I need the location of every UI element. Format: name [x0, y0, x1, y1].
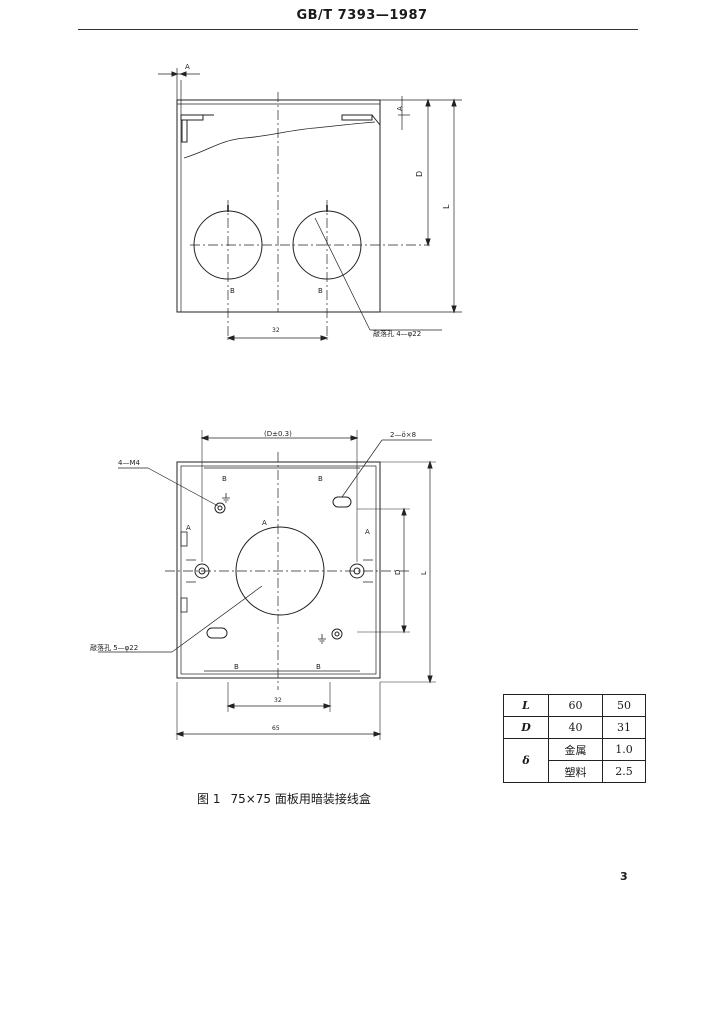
knockout-note-top: 敲落孔 4—φ22 — [373, 329, 421, 338]
slot-bottom-left — [206, 627, 228, 639]
central-knockout — [235, 526, 325, 616]
slot-note: 2—ö×8 — [390, 431, 416, 439]
slot-top-right — [332, 496, 352, 508]
bottom-b-left-label: B — [234, 663, 239, 671]
knockout-leader — [314, 217, 371, 331]
value-cell: 40 — [548, 716, 603, 739]
dim-32-label: 32 — [272, 327, 280, 334]
top-b-right-label: B — [318, 475, 323, 483]
dim-top-label: (D±0.3) — [264, 430, 292, 438]
spec-row-d: D 40 31 — [503, 716, 646, 739]
side-a-right-label: A — [365, 528, 370, 536]
slot-leader — [341, 439, 383, 498]
param-cell: D — [503, 716, 549, 739]
boss-right — [349, 563, 365, 579]
param-cell: δ — [503, 738, 549, 783]
thread-note: 4—M4 — [118, 459, 140, 467]
box-plan-outline — [176, 461, 381, 679]
material-cell: 金属 — [548, 738, 603, 761]
hole-label-right: B — [318, 287, 323, 295]
dim-a-top-label: A — [185, 63, 190, 71]
spec-table: L 60 50 D 40 31 δ 金属 1.0 塑料 2.5 — [503, 694, 646, 783]
param-cell: L — [503, 694, 549, 717]
dim-d-right-label: D — [394, 570, 402, 575]
lug-right — [341, 114, 373, 121]
spec-row-delta-metal: δ 金属 1.0 — [503, 738, 646, 783]
material-cell: 塑料 — [548, 760, 603, 783]
thread-hole-top-left — [214, 502, 226, 514]
thread-leader — [147, 467, 219, 507]
value-cell: 2.5 — [602, 760, 646, 783]
ground-symbol-left — [222, 493, 230, 503]
value-cell: 50 — [602, 694, 646, 717]
break-line — [183, 121, 376, 159]
header-rule — [78, 29, 638, 30]
dim-l-label: L — [442, 204, 451, 209]
spec-row-delta-plastic: 塑料 2.5 — [504, 760, 646, 783]
value-cell: 31 — [602, 716, 646, 739]
figure-top: A A D L B B 32 敲落孔 4—φ22 — [158, 63, 462, 341]
knockout-leader-bottom — [171, 585, 263, 653]
hole-label-left: B — [230, 287, 235, 295]
dim-32-bottom-label: 32 — [274, 697, 282, 704]
box-side-outline — [176, 99, 381, 313]
value-cell: 60 — [548, 694, 603, 717]
spec-row-l: L 60 50 — [503, 694, 646, 717]
dim-d-label: D — [415, 171, 424, 177]
lug-left-stem — [181, 119, 188, 143]
box-plan-inner — [180, 465, 377, 675]
figure-bottom: A A A B B B B (D±0.3) 2—ö×8 4—M4 敲落孔 5—φ… — [90, 430, 436, 740]
figure-title: 75×75 面板用暗装接线盒 — [230, 792, 371, 806]
bottom-b-right-label: B — [316, 663, 321, 671]
side-a-left-label: A — [186, 524, 191, 532]
thread-hole-bottom-right — [331, 628, 343, 640]
dim-l-right-label: L — [420, 571, 428, 575]
dim-a-side-label: A — [396, 106, 404, 111]
top-b-left-label: B — [222, 475, 227, 483]
boss-left — [194, 563, 210, 579]
page-number: 3 — [620, 870, 628, 883]
figure-number: 图 1 — [197, 792, 221, 806]
ground-symbol-right — [318, 634, 326, 644]
standard-code-header: GB/T 7393—1987 — [296, 8, 428, 23]
face-a-label: A — [262, 519, 267, 527]
value-cell: 1.0 — [602, 738, 646, 761]
figure-caption: 图 1 75×75 面板用暗装接线盒 — [197, 790, 381, 807]
knockout-note-bottom: 敲落孔 5—φ22 — [90, 643, 138, 652]
dim-65-label: 65 — [272, 725, 280, 732]
lug-left — [180, 114, 204, 121]
